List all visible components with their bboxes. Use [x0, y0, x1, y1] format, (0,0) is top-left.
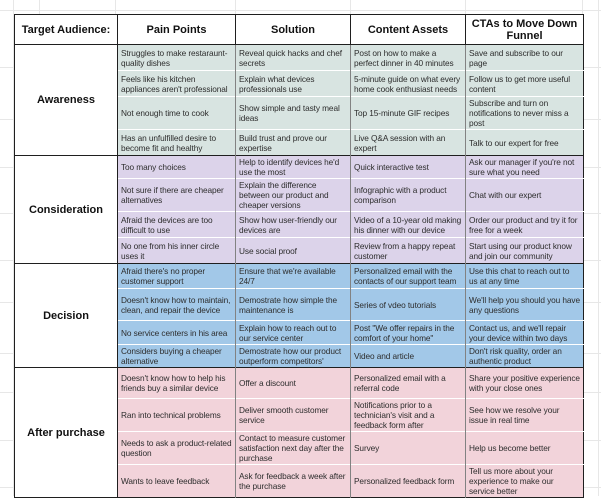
solution-cell[interactable]: Contact to measure customer satisfaction… — [235, 431, 351, 465]
solution-cell[interactable]: Ensure that we're available 24/7 — [235, 263, 351, 289]
pain-cell[interactable]: Wants to leave feedback — [117, 464, 236, 498]
cta-cell[interactable]: Don't risk quality, order an authentic p… — [465, 344, 584, 368]
table-row: Feels like his kitchen appliances aren't… — [15, 70, 584, 97]
solution-cell[interactable]: Show simple and tasty meal ideas — [235, 96, 351, 130]
table-row: Has an unfulfilled desire to become fit … — [15, 129, 584, 156]
pain-cell[interactable]: Ran into technical problems — [117, 398, 236, 432]
solution-cell[interactable]: Show how user-friendly our devices are — [235, 211, 351, 238]
pain-cell[interactable]: Doesn't know how to maintain, clean, and… — [117, 288, 236, 321]
audience-cell[interactable]: Decision — [14, 263, 118, 368]
solution-cell[interactable]: Build trust and prove our expertise — [235, 129, 351, 156]
content-cell[interactable]: 5-minute guide on what every home cook e… — [350, 70, 466, 97]
solution-cell[interactable]: Use social proof — [235, 237, 351, 264]
pain-cell[interactable]: Too many choices — [117, 155, 236, 179]
content-cell[interactable]: Survey — [350, 431, 466, 465]
solution-cell[interactable]: Deliver smooth customer service — [235, 398, 351, 432]
cta-cell[interactable]: Chat with our expert — [465, 178, 584, 212]
cta-cell[interactable]: Tell us more about your experience to ma… — [465, 464, 584, 498]
sheet-gridline-vertical — [13, 0, 14, 496]
audience-cell[interactable]: After purchase — [14, 367, 118, 498]
header-cell[interactable]: Content Assets — [350, 14, 466, 45]
content-cell[interactable]: Post on how to make a perfect dinner in … — [350, 44, 466, 71]
table-row: Doesn't know how to maintain, clean, and… — [15, 288, 584, 321]
content-cell[interactable]: Video of a 10-year old making his dinner… — [350, 211, 466, 238]
pain-cell[interactable]: Feels like his kitchen appliances aren't… — [117, 70, 236, 97]
header-cell[interactable]: Pain Points — [117, 14, 236, 45]
cta-cell[interactable]: Talk to our expert for free — [465, 129, 584, 156]
header-cell[interactable]: Solution — [235, 14, 351, 45]
content-cell[interactable]: Post "We offer repairs in the comfort of… — [350, 320, 466, 345]
cta-cell[interactable]: See how we resolve your issue in real ti… — [465, 398, 584, 432]
cta-cell[interactable]: Contact us, and we'll repair your device… — [465, 320, 584, 345]
table-row: Afraid the devices are too difficult to … — [15, 211, 584, 238]
content-cell[interactable]: Quick interactive test — [350, 155, 466, 179]
pain-cell[interactable]: Struggles to make restaraunt-quality dis… — [117, 44, 236, 71]
pain-cell[interactable]: Has an unfulfilled desire to become fit … — [117, 129, 236, 156]
cta-cell[interactable]: Use this chat to reach out to us at any … — [465, 263, 584, 289]
solution-cell[interactable]: Reveal quick hacks and chef secrets — [235, 44, 351, 71]
content-cell[interactable]: Live Q&A session with an expert — [350, 129, 466, 156]
content-cell[interactable]: Video and article — [350, 344, 466, 368]
table-row: Not sure if there are cheaper alternativ… — [15, 178, 584, 212]
cta-cell[interactable]: Share your positive experience with your… — [465, 367, 584, 399]
cta-cell[interactable]: Order our product and try it for free fo… — [465, 211, 584, 238]
content-cell[interactable]: Notifications prior to a technician's vi… — [350, 398, 466, 432]
content-cell[interactable]: Personalized email with a referral code — [350, 367, 466, 399]
solution-cell[interactable]: Explain the difference between our produ… — [235, 178, 351, 212]
content-cell[interactable]: Personalized email with the contacts of … — [350, 263, 466, 289]
pain-cell[interactable]: Doesn't know how to help his friends buy… — [117, 367, 236, 399]
pain-cell[interactable]: No service centers in his area — [117, 320, 236, 345]
content-cell[interactable]: Personalized feedback form — [350, 464, 466, 498]
header-cell[interactable]: CTAs to Move Down Funnel — [465, 14, 584, 45]
cta-cell[interactable]: Start using our product know and join ou… — [465, 237, 584, 264]
solution-cell[interactable]: Demostrate how our product outperform co… — [235, 344, 351, 368]
solution-cell[interactable]: Explain what devices professionals use — [235, 70, 351, 97]
pain-cell[interactable]: No one from his inner circle uses it — [117, 237, 236, 264]
pain-cell[interactable]: Afraid there's no proper customer suppor… — [117, 263, 236, 289]
header-cell[interactable]: Target Audience: — [14, 14, 118, 45]
cta-cell[interactable]: Follow us to get more useful content — [465, 70, 584, 97]
pain-cell[interactable]: Considers buying a cheaper alternative — [117, 344, 236, 368]
cta-cell[interactable]: Subscribe and turn on notifications to n… — [465, 96, 584, 130]
cta-cell[interactable]: Help us become better — [465, 431, 584, 465]
solution-cell[interactable]: Help to identify devices he'd use the mo… — [235, 155, 351, 179]
pain-cell[interactable]: Needs to ask a product-related question — [117, 431, 236, 465]
solution-cell[interactable]: Offer a discount — [235, 367, 351, 399]
solution-cell[interactable]: Ask for feedback a week after the purcha… — [235, 464, 351, 498]
sheet-gridline-vertical — [598, 0, 599, 496]
pain-cell[interactable]: Afraid the devices are too difficult to … — [117, 211, 236, 238]
content-cell[interactable]: Review from a happy repeat customer — [350, 237, 466, 264]
content-cell[interactable]: Series of vdeo tutorials — [350, 288, 466, 321]
sheet-gridline-horizontal — [0, 10, 601, 11]
pain-cell[interactable]: Not sure if there are cheaper alternativ… — [117, 178, 236, 212]
pain-cell[interactable]: Not enough time to cook — [117, 96, 236, 130]
solution-cell[interactable]: Demostrate how simple the maintenance is — [235, 288, 351, 321]
audience-cell[interactable]: Consideration — [14, 155, 118, 264]
cta-cell[interactable]: We'll help you should you have any quest… — [465, 288, 584, 321]
solution-cell[interactable]: Explain how to reach out to our service … — [235, 320, 351, 345]
content-cell[interactable]: Top 15-minute GIF recipes — [350, 96, 466, 130]
cta-cell[interactable]: Ask our manager if you're not sure what … — [465, 155, 584, 179]
content-cell[interactable]: Infographic with a product comparison — [350, 178, 466, 212]
cta-cell[interactable]: Save and subscribe to our page — [465, 44, 584, 71]
audience-cell[interactable]: Awareness — [14, 44, 118, 156]
